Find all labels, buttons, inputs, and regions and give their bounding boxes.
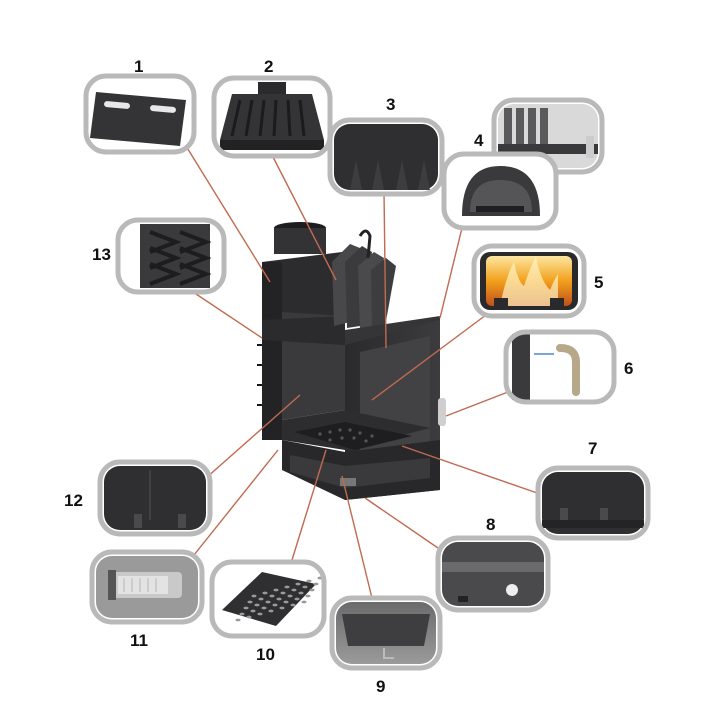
leader-2 — [271, 154, 337, 281]
callout-4: 4 — [474, 131, 484, 150]
leader-11 — [189, 449, 279, 561]
detail-8-ash-pan — [435, 535, 551, 613]
grate-hole — [273, 588, 279, 592]
grate-hole — [272, 603, 278, 607]
callout-9: 9 — [376, 677, 385, 696]
grate-hole — [313, 582, 319, 586]
grate-hole — [257, 612, 263, 616]
grate-hole — [301, 600, 307, 604]
grate-hole — [279, 606, 285, 610]
grate-hole — [243, 606, 249, 610]
grate-hole — [247, 600, 253, 604]
leader-9 — [341, 475, 373, 599]
callout-10: 10 — [256, 645, 275, 664]
grate-hole — [302, 585, 308, 589]
leader-4 — [439, 227, 463, 319]
grate-hole — [276, 597, 282, 601]
grate-hole — [262, 591, 268, 595]
grate-hole — [306, 579, 312, 583]
grate-hole — [258, 597, 264, 601]
detail-2-heat-exchanger — [211, 75, 333, 159]
callout-numbers: 1 2 3 4 5 6 7 8 9 10 11 12 13 — [64, 57, 633, 696]
callout-13: 13 — [92, 245, 111, 264]
leader-5 — [371, 311, 491, 401]
firebox-grate — [294, 422, 412, 450]
grate-hole — [283, 600, 289, 604]
grate-hole — [280, 591, 286, 595]
leader-1 — [185, 145, 271, 283]
detail-12-side-lining — [97, 459, 213, 537]
leader-10 — [291, 449, 327, 561]
grate-hole — [291, 588, 297, 592]
leader-lines — [185, 145, 541, 599]
callout-7: 7 — [588, 439, 597, 458]
callout-2: 2 — [264, 57, 273, 76]
grate-hole — [287, 594, 293, 598]
detail-3-chamber-lining — [327, 117, 445, 197]
detail-1-baffle-plate — [83, 73, 197, 155]
detail-13-exchanger-fins — [115, 217, 227, 295]
detail-5-glass-window — [471, 243, 587, 319]
leader-8 — [364, 497, 439, 549]
grate-hole — [268, 609, 274, 613]
leader-7 — [401, 445, 541, 495]
grate-hole — [269, 594, 275, 598]
grate-hole — [265, 600, 271, 604]
callout-12: 12 — [64, 491, 83, 510]
fireplace-body — [257, 222, 446, 500]
grate-hole — [295, 582, 301, 586]
grate-hole — [290, 603, 296, 607]
detail-6-door-handle — [503, 329, 617, 405]
callout-6: 6 — [624, 359, 633, 378]
detail-7-firebox-floor — [535, 465, 651, 541]
grate-hole — [254, 603, 260, 607]
leader-3 — [383, 191, 387, 349]
detail-10-grate — [209, 559, 327, 639]
grate-hole — [250, 609, 256, 613]
detail-9-ash-tray — [329, 595, 443, 671]
grate-hole — [284, 585, 290, 589]
grate-hole — [305, 594, 311, 598]
grate-hole — [294, 597, 300, 601]
grate-hole — [235, 618, 241, 622]
grate-hole — [309, 588, 315, 592]
callout-11: 11 — [130, 631, 148, 650]
grate-hole — [239, 612, 245, 616]
leader-6 — [445, 391, 509, 417]
detail-4-deflector — [441, 151, 559, 231]
callout-5: 5 — [594, 273, 603, 292]
grate-hole — [246, 615, 252, 619]
callout-3: 3 — [386, 95, 395, 114]
baffle-plates — [332, 244, 396, 332]
leader-13 — [189, 289, 263, 339]
leader-12 — [205, 394, 301, 479]
detail-11-air-control — [89, 549, 205, 625]
callout-8: 8 — [486, 515, 495, 534]
grate-hole — [298, 591, 304, 595]
grate-hole — [261, 606, 267, 610]
callout-1: 1 — [134, 57, 143, 76]
grate-hole — [251, 594, 257, 598]
